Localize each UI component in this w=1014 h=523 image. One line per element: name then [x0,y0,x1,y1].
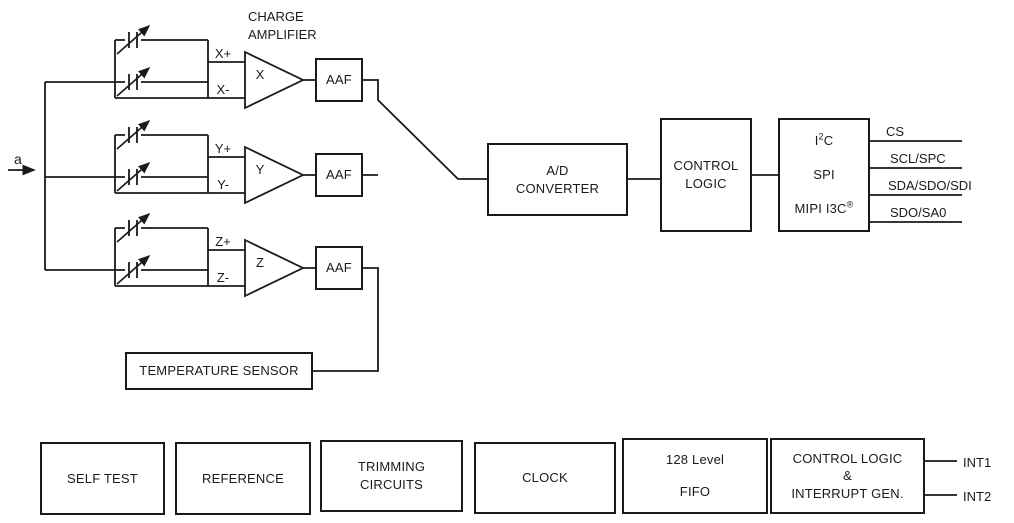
temperature-sensor-block: TEMPERATURE SENSOR [125,352,313,390]
interrupt-pin-lines [925,460,957,496]
z-amplifier-label: Z [256,255,264,270]
fifo-block: 128 Level FIFO [622,438,768,514]
y-plus-label: Y+ [214,141,232,156]
charge-amplifier-label: CHARGE AMPLIFIER [248,9,317,42]
aaf-z-block: AAF [315,246,363,290]
x-amplifier-triangle [244,50,306,110]
z-plus-label: Z+ [215,234,231,249]
y-minus-label: Y- [217,177,229,192]
pin-scl-spc-label: SCL/SPC [890,151,946,166]
z-amplifier-triangle [244,238,306,298]
control-logic-block: CONTROL LOGIC [660,118,752,232]
variable-cap-arrow-icon [116,24,151,55]
variable-cap-arrow-icon [116,254,151,285]
sense-element-z [45,212,315,298]
clock-block: CLOCK [474,442,616,514]
y-amplifier-label: Y [255,162,265,177]
variable-cap-arrow-icon [116,212,151,243]
x-minus-label: X- [216,82,230,97]
serial-interface-block: I2C SPI MIPI I3C® [778,118,870,232]
control-logic-interrupt-block: CONTROL LOGIC & INTERRUPT GEN. [770,438,925,514]
mipi-i3c-label: MIPI I3C® [794,200,854,217]
x-plus-label: X+ [214,46,232,61]
i2c-label: I2C [814,131,834,148]
interface-pin-lines [870,140,962,223]
sense-element-x [45,24,315,110]
sense-element-y [45,119,378,205]
pin-int1-label: INT1 [963,455,992,470]
pin-sda-sdo-sdi-label: SDA/SDO/SDI [888,178,972,193]
spi-label: SPI [813,167,835,183]
reference-block: REFERENCE [175,442,311,515]
variable-cap-arrow-icon [116,119,151,150]
aaf-y-block: AAF [315,153,363,197]
self-test-block: SELF TEST [40,442,165,515]
variable-cap-arrow-icon [116,161,151,192]
x-amplifier-label: X [255,67,265,82]
pin-sdo-sa0-label: SDO/SA0 [890,205,947,220]
pin-int2-label: INT2 [963,489,992,504]
acceleration-input-label: a [14,151,22,167]
y-amplifier-triangle [244,145,306,205]
trimming-circuits-block: TRIMMING CIRCUITS [320,440,463,512]
pin-cs-label: CS [886,124,905,139]
signal-routing-lines [313,79,778,372]
z-minus-label: Z- [216,270,230,285]
variable-cap-arrow-icon [116,66,151,97]
aaf-x-block: AAF [315,58,363,102]
adc-block: A/D CONVERTER [487,143,628,216]
